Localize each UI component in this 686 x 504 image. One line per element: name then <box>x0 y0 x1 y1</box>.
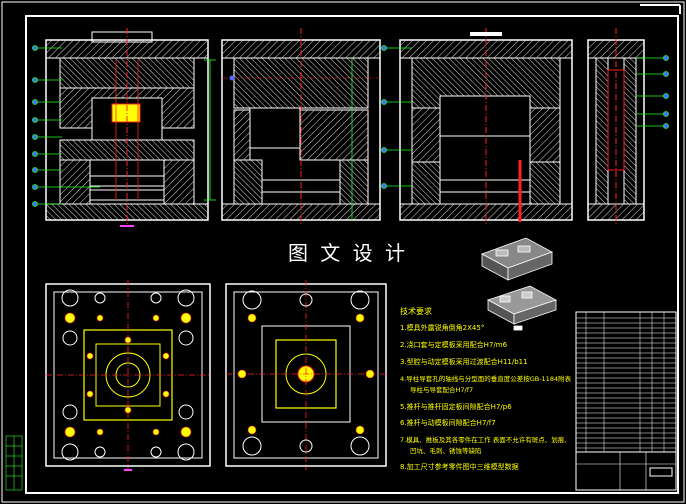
section-view-2 <box>221 28 381 226</box>
plan-view-fixed-half <box>225 280 387 470</box>
tech-requirement-line: 5.推杆与推杆固定板间隙配合H7/p6 <box>400 402 512 411</box>
tech-requirement-line: 8.加工尺寸参考零件图中三维模型数据 <box>400 462 519 471</box>
inner-border <box>25 15 679 494</box>
tech-requirement-line: 凹坑、毛刺、锈蚀等缺陷 <box>410 446 482 455</box>
tech-requirement-line: 1.模具外露锐角倒角2X45° <box>400 323 484 332</box>
revision-strip <box>5 435 23 491</box>
tech-requirement-line: 导柱与导套配合H7/f7 <box>410 385 473 394</box>
tech-requirements-title: 技术要求 <box>400 306 432 316</box>
tech-requirement-line: 7.模具、推板及其各零件在工作 表面不允许有斑点、划痕、 <box>400 435 571 444</box>
watermark-text: 图 文 设 计 <box>288 241 408 265</box>
tech-requirement-line: 6.推杆与动模板间隙配合H7/f7 <box>400 418 496 427</box>
leader-callouts-left <box>32 45 100 207</box>
parts-list-table <box>575 311 677 491</box>
technical-requirements: 技术要求 1.模具外露锐角倒角2X45° 2.浇口套与定模板采用配合H7/m6 … <box>400 306 572 471</box>
tech-requirement-line: 4.导柱导套孔的轴线与分型面的垂直度公差按GB-1184附表 <box>400 374 572 383</box>
tech-requirement-line: 3.型腔与动定模板采用过渡配合H11/b11 <box>400 357 528 366</box>
plan-view-moving-half <box>45 280 211 471</box>
section-view-1 <box>45 28 216 227</box>
tech-requirement-line: 2.浇口套与定模板采用配合H7/m6 <box>400 340 508 349</box>
section-view-3 <box>381 28 573 226</box>
title-block <box>575 451 677 491</box>
part-3d-thumbnail <box>481 237 558 331</box>
section-view-4 <box>587 28 669 226</box>
